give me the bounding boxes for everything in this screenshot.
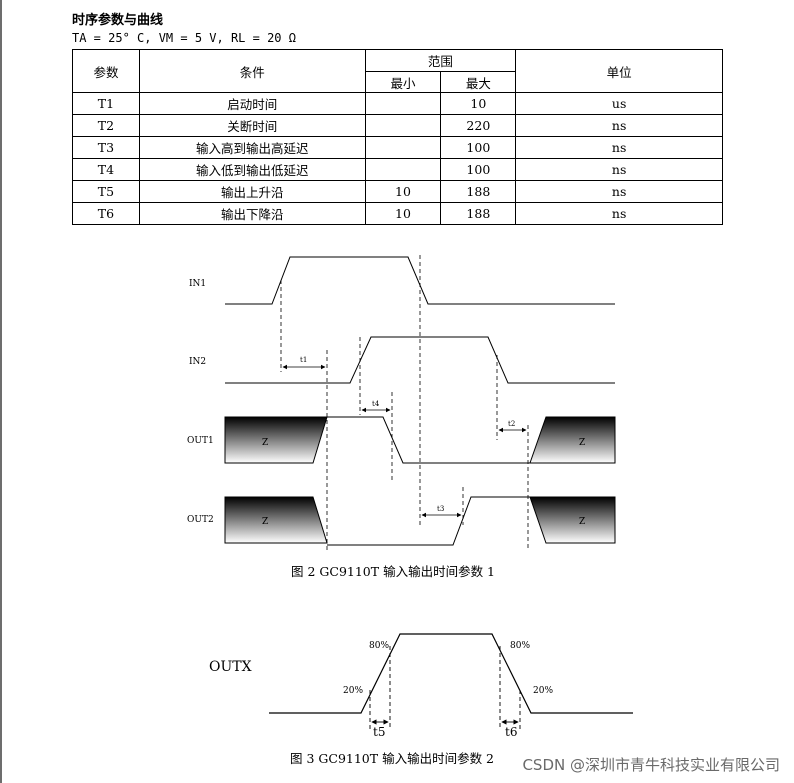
table-row: T6 输出下降沿 10 188 ns	[72, 202, 723, 225]
t6-label: t6	[505, 725, 517, 739]
figure-3-caption: 图 3 GC9110T 输入输出时间参数 2	[290, 751, 494, 766]
timing-parameter-table: 参数 条件 范围 单位 最小 最大 T1 启动时间 10 us T2 关断时间 …	[72, 49, 723, 225]
cell-unit: ns	[515, 202, 723, 225]
cell-max: 188	[440, 202, 517, 225]
hiz-label: Z	[262, 517, 268, 527]
table-row: T2 关断时间 220 ns	[72, 114, 723, 137]
out1-hiz-region-right	[529, 416, 616, 464]
outx-waveform	[269, 633, 633, 714]
cell-max: 100	[440, 158, 517, 181]
cell-condition: 输出上升沿	[138, 180, 366, 203]
level-80-left: 80%	[369, 641, 389, 651]
out1-hiz-region-left	[224, 416, 328, 464]
cell-min: 10	[364, 202, 442, 225]
header-max: 最大	[440, 71, 517, 93]
t4-label: t4	[372, 400, 380, 408]
out2-hiz-region-left	[224, 496, 328, 544]
cell-max: 220	[440, 114, 517, 137]
t3-label: t3	[437, 505, 444, 513]
level-80-right: 80%	[510, 641, 530, 651]
out2-hiz-region-right	[529, 496, 616, 544]
cell-condition: 输出下降沿	[138, 202, 366, 225]
figure-2-caption: 图 2 GC9110T 输入输出时间参数 1	[291, 564, 495, 579]
signal-label-in2: IN2	[189, 357, 206, 367]
table-row: T4 输入低到输出低延迟 100 ns	[72, 158, 723, 181]
level-20-left: 20%	[343, 686, 363, 696]
fig3-guides	[369, 646, 521, 730]
hiz-label: Z	[262, 438, 268, 448]
left-margin-rule	[0, 0, 2, 783]
in1-waveform	[225, 256, 615, 305]
out1-waveform	[327, 416, 530, 464]
cell-param: T3	[72, 136, 140, 159]
in2-waveform	[225, 336, 615, 384]
t1-label: t1	[300, 356, 307, 364]
header-condition: 条件	[138, 49, 366, 93]
cell-param: T6	[72, 202, 140, 225]
hiz-label: Z	[579, 438, 585, 448]
table-row: T1 启动时间 10 us	[72, 92, 723, 115]
level-20-right: 20%	[533, 686, 553, 696]
watermark: CSDN @深圳市青牛科技实业有限公司	[522, 754, 780, 775]
table-row: T3 输入高到输出高延迟 100 ns	[72, 136, 723, 159]
cell-max: 10	[440, 92, 517, 115]
outx-label: OUTX	[209, 659, 252, 675]
hiz-label: Z	[579, 517, 585, 527]
t2-label: t2	[508, 420, 515, 428]
signal-label-in1: IN1	[189, 279, 206, 289]
cell-condition: 输入高到输出高延迟	[138, 136, 366, 159]
timing-guides	[280, 255, 529, 550]
section-title: 时序参数与曲线	[72, 13, 164, 28]
out2-waveform	[327, 496, 530, 546]
signal-label-out1: OUT1	[187, 436, 214, 446]
signal-label-out2: OUT2	[187, 515, 214, 525]
t5-label: t5	[373, 725, 385, 739]
test-conditions: TA = 25° C, VM = 5 V, RL = 20 Ω	[72, 31, 296, 45]
